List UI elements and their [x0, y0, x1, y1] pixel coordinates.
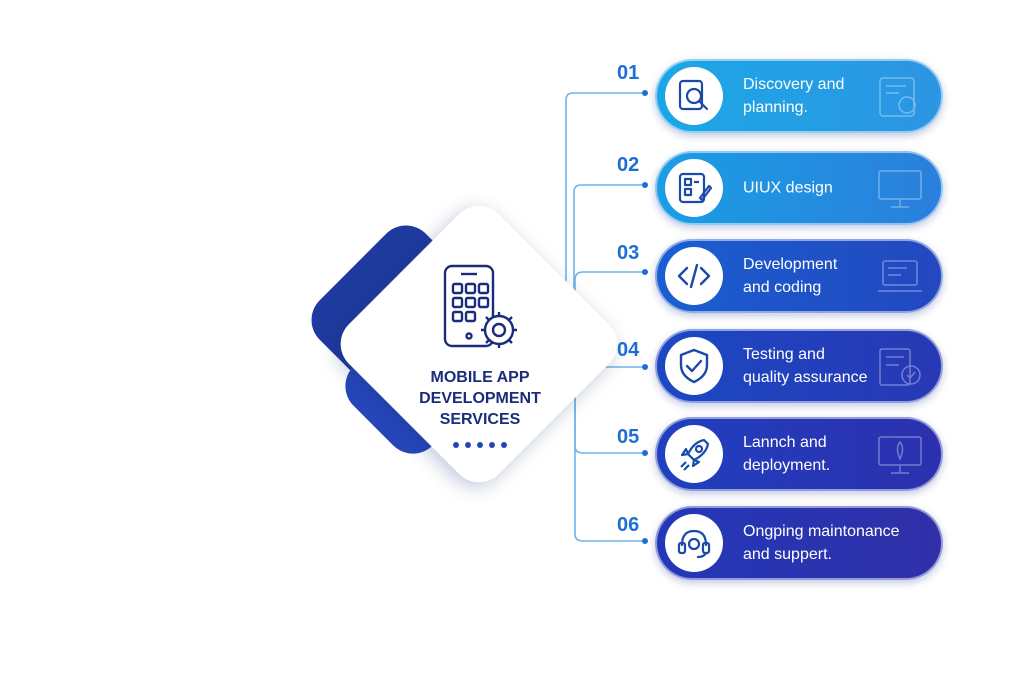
- dot: [477, 442, 483, 448]
- step-label-04: Testing and quality assurance: [743, 346, 868, 386]
- headset-icon: [677, 529, 711, 559]
- central-card: MOBILE APP DEVELOPMENT SERVICES: [380, 262, 580, 448]
- step-icon-circle: [665, 425, 723, 483]
- central-title: MOBILE APP DEVELOPMENT SERVICES: [419, 369, 541, 428]
- step-label-06: Ongping maintonance and suppert.: [743, 523, 900, 563]
- wireframe-pen-icon: [678, 172, 713, 204]
- pagination-dots: [380, 442, 580, 448]
- checklist-illustration-icon: [879, 348, 921, 386]
- dot: [489, 442, 495, 448]
- mobile-gear-icon: [443, 264, 517, 348]
- step-label-05: Lannch and deployment.: [743, 434, 831, 474]
- step-label-02: UIUX design: [743, 179, 833, 197]
- step-number-04: 04: [617, 339, 640, 361]
- dot: [501, 442, 507, 448]
- monitor-rocket-illustration-icon: [878, 436, 922, 474]
- connector-06: [574, 330, 648, 542]
- step-number-05: 05: [617, 426, 640, 448]
- code-icon: [677, 263, 711, 289]
- dot: [465, 442, 471, 448]
- step-number-06: 06: [617, 514, 640, 536]
- step-05[interactable]: Lannch and deployment.: [655, 417, 943, 491]
- step-number-02: 02: [617, 154, 640, 176]
- rocket-icon: [680, 438, 710, 471]
- step-06[interactable]: Ongping maintonance and suppert.: [655, 506, 943, 580]
- step-icon-circle: [665, 67, 723, 125]
- step-icon-circle: [665, 159, 723, 217]
- step-02[interactable]: UIUX design: [655, 151, 943, 225]
- step-icon-circle: [665, 337, 723, 395]
- step-number-03: 03: [617, 242, 640, 264]
- monitor-illustration-icon: [878, 170, 922, 208]
- step-01[interactable]: Discovery and planning.: [655, 59, 943, 133]
- search-document-icon: [678, 79, 709, 111]
- step-icon-circle: [665, 514, 723, 572]
- shield-check-icon: [679, 348, 709, 384]
- step-03[interactable]: Development and coding: [655, 239, 943, 313]
- step-icon-circle: [665, 247, 723, 305]
- dot: [453, 442, 459, 448]
- step-label-03: Development and coding: [743, 256, 838, 296]
- step-label-01: Discovery and planning.: [743, 76, 845, 116]
- connector-03: [574, 271, 648, 330]
- laptop-illustration-icon: [878, 260, 922, 292]
- step-04[interactable]: Testing and quality assurance: [655, 329, 943, 403]
- document-illustration-icon: [879, 77, 916, 117]
- step-number-01: 01: [617, 62, 640, 84]
